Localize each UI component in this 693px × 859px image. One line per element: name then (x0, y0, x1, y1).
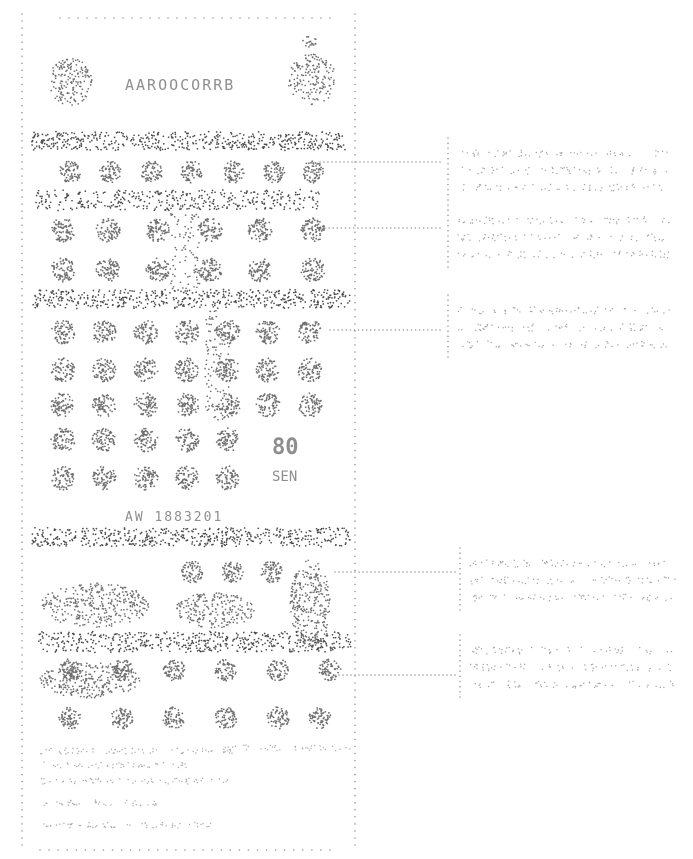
hole-row-2 (197, 218, 223, 242)
footer-text-texture (40, 745, 350, 829)
hole-grid (256, 357, 280, 382)
ticket-emblem-top (302, 36, 317, 48)
hole-row-2 (146, 219, 169, 243)
callout-box-3 (447, 294, 670, 358)
diagonal-streak-1 (169, 204, 200, 289)
hole-row-3 (51, 258, 75, 283)
hole-grid (256, 393, 281, 417)
hole-row-lower (261, 561, 283, 583)
hole-row-1 (141, 161, 163, 183)
callout-leader-1 (319, 161, 441, 163)
hole-grid (255, 321, 280, 345)
hole-row-3 (248, 258, 270, 282)
hole-row-1 (303, 160, 324, 183)
ticket-serial-text: AW 1883201 (125, 510, 223, 525)
hole-row-lower-3 (111, 708, 133, 730)
hole-row-3 (198, 258, 223, 282)
hole-row-lower-3 (267, 706, 290, 729)
callout-leader-3 (329, 329, 441, 331)
hole-grid (51, 357, 75, 382)
hole-row-lower-2 (215, 659, 237, 682)
callout-leader-2 (324, 227, 441, 229)
hole-grid (175, 320, 199, 345)
stipple-band-2 (35, 189, 320, 212)
hole-row-3 (96, 258, 121, 281)
callout-box-2 (447, 204, 669, 268)
callout-leaders (319, 161, 456, 676)
hole-row-lower-2 (111, 660, 133, 682)
hole-row-2 (96, 218, 121, 243)
callout-boxes (447, 137, 675, 698)
hole-grid (92, 358, 116, 383)
hole-grid (92, 428, 116, 452)
hole-row-lower-3 (215, 707, 237, 729)
callout-leader-5 (334, 674, 456, 676)
stipple-band-5 (38, 631, 352, 654)
hole-row-1 (60, 161, 81, 183)
hole-row-lower-3 (309, 707, 332, 729)
hole-row-lower-2 (319, 659, 342, 682)
hole-row-1 (263, 161, 285, 183)
hole-row-lower-3 (162, 706, 184, 728)
hole-row-1 (181, 161, 203, 184)
hole-grid (216, 393, 240, 418)
hole-grid (175, 357, 199, 382)
hole-grid (134, 357, 159, 382)
hole-grid (177, 393, 199, 417)
hole-row-2 (248, 218, 273, 243)
hole-row-1 (224, 160, 245, 183)
hole-grid (51, 320, 75, 345)
ticket-emblem-left (50, 58, 92, 106)
hole-grid (134, 428, 159, 453)
hole-grid (51, 393, 74, 417)
hole-grid (175, 466, 199, 490)
hole-row-lower (222, 562, 244, 583)
hole-row-3 (145, 258, 169, 282)
ticket-header-text: AAROOCORRB (125, 76, 235, 94)
hole-grid (133, 320, 158, 345)
hole-grid (50, 428, 75, 451)
hole-row-lower (181, 561, 203, 583)
hole-row-1 (99, 161, 121, 183)
callout-box-5 (459, 634, 674, 698)
stipple-band-3 (32, 289, 350, 310)
hole-grid (216, 427, 239, 451)
hole-grid (133, 392, 158, 417)
ticket-bonus-unit: SEN (272, 469, 297, 485)
hole-row-lower-2 (267, 660, 290, 682)
lower-block-mid (176, 592, 255, 628)
hole-grid (216, 359, 239, 382)
stipple-band-4 (31, 527, 350, 548)
callout-box-4 (459, 547, 675, 611)
hole-grid (134, 467, 159, 491)
hole-row-lower-2 (163, 660, 186, 682)
ticket-emblem-right (288, 54, 335, 106)
callout-leader-4 (334, 571, 456, 573)
hole-grid (92, 394, 116, 417)
ticket-bonus-number: 80 (272, 435, 299, 460)
hole-grid (215, 465, 239, 490)
hole-grid (298, 321, 321, 344)
stipple-illustration (21, 13, 356, 851)
lower-block-left (42, 582, 149, 628)
hole-grid (51, 466, 74, 491)
hole-row-lower-3 (58, 707, 81, 730)
lower-block-right (289, 559, 330, 648)
hole-grid (175, 428, 199, 452)
stipple-band-1 (31, 131, 346, 151)
hole-row-2 (300, 217, 325, 242)
hole-grid (92, 466, 116, 490)
hole-row-3 (300, 258, 325, 282)
hole-grid (299, 392, 323, 417)
hole-grid (298, 358, 322, 383)
hole-grid (93, 320, 116, 342)
callout-box-1 (447, 137, 668, 201)
hole-row-2 (51, 219, 75, 243)
